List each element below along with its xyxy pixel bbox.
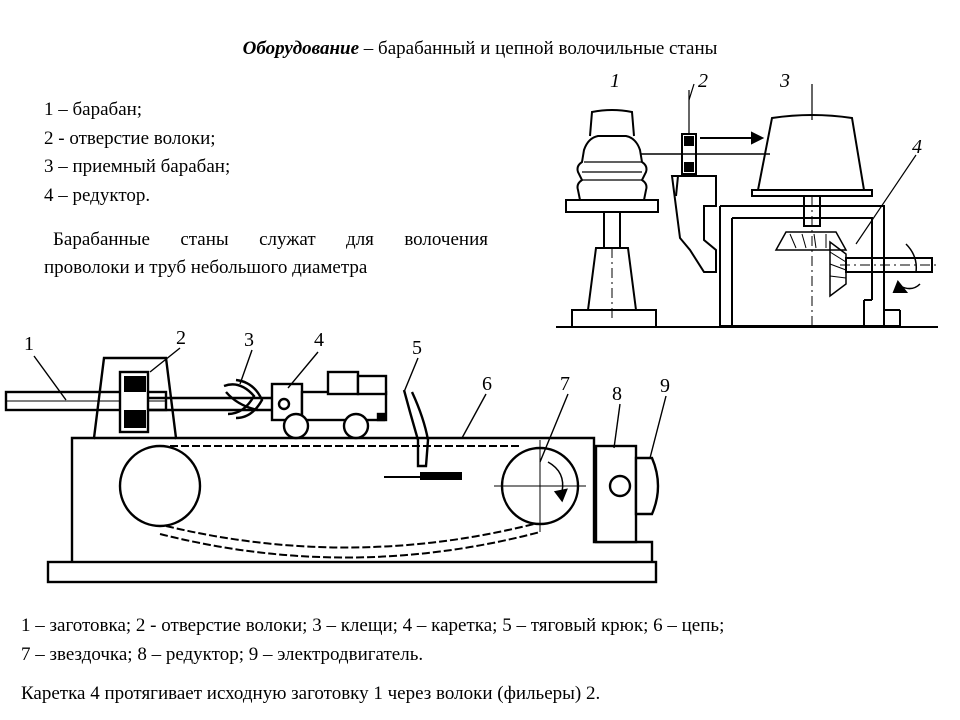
page-title: Оборудование – барабанный и цепной волоч… (0, 38, 960, 60)
chain-label-9: 9 (660, 375, 670, 397)
die-2 (670, 83, 717, 273)
drum-note-line2: проволоки и труб небольшого диаметра (44, 257, 368, 278)
drum-legend-item: 1 – барабан; (44, 99, 143, 120)
drum-label-4: 4 (912, 136, 922, 158)
drum-legend-item: 3 – приемный барабан; (44, 156, 231, 177)
drum-note-line1: Барабанные станы служат для волочения (53, 229, 488, 250)
drum-label-3: 3 (779, 70, 790, 92)
carriage-4 (270, 370, 388, 440)
chain-legend-line2: 7 – звездочка; 8 – редуктор; 9 – электро… (21, 644, 424, 665)
chain-label-3: 3 (244, 330, 254, 351)
chain-label-2: 2 (176, 330, 186, 349)
reducer-4 (774, 154, 940, 298)
chain-lower (165, 523, 535, 549)
title-rest: – барабанный и цепной волочильные станы (359, 38, 718, 59)
drum-legend: 1 – барабан; 2 - отверстие волоки; 3 – п… (44, 96, 230, 210)
motor-9 (634, 456, 660, 516)
chain-label-5: 5 (412, 337, 422, 359)
drum-legend-item: 4 – редуктор. (44, 184, 151, 206)
chain-label-4: 4 (314, 330, 324, 351)
gearbox-housing (719, 205, 901, 327)
drum-note: Барабанные станы служат для волочения пр… (44, 226, 488, 282)
drum-label-1: 1 (610, 70, 620, 92)
drum-mill-diagram: 1 2 3 4 (556, 70, 940, 328)
chain-legend-line1: 1 – заготовка; 2 - отверстие волоки; 3 –… (21, 615, 725, 636)
summary-text: Каретка 4 протягивает исходную заготовку… (21, 683, 601, 704)
chain-label-8: 8 (612, 383, 622, 405)
clamp-3 (223, 378, 264, 420)
drum-label-2: 2 (698, 70, 708, 92)
title-bold: Оборудование (242, 38, 360, 59)
hook-5 (402, 389, 430, 468)
drum-1 (565, 109, 659, 328)
base-plate (46, 560, 658, 584)
chain-legend: 1 – заготовка; 2 - отверстие волоки; 3 –… (21, 611, 951, 669)
idler-sprocket (118, 444, 202, 528)
chain-mill-diagram: 1 2 3 4 5 6 7 8 9 (4, 330, 670, 584)
chain-label-7: 7 (560, 373, 570, 395)
chain-label-1: 1 (24, 333, 34, 355)
drum-legend-item: 2 - отверстие волоки; (44, 127, 216, 149)
pull-arrow-head (751, 131, 765, 145)
chain-label-6: 6 (482, 373, 492, 395)
